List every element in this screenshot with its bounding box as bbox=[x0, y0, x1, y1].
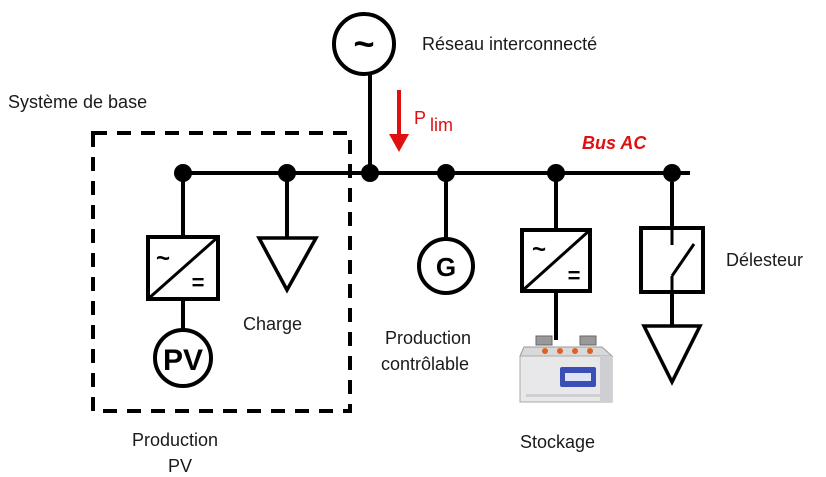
p-lim-subscript: lim bbox=[430, 115, 453, 135]
production-pv-label-1: Production bbox=[132, 430, 218, 450]
pv-inverter-ac-symbol: ~ bbox=[156, 245, 170, 272]
charge-branch bbox=[256, 173, 319, 294]
pv-symbol: PV bbox=[163, 344, 203, 377]
p-lim-label: P bbox=[414, 108, 426, 128]
grid-source: ~ bbox=[332, 12, 396, 173]
switch-blade bbox=[670, 243, 696, 277]
pv-inverter-dc-symbol: = bbox=[192, 270, 205, 295]
battery-icon bbox=[519, 335, 614, 403]
grid-label: Réseau interconnecté bbox=[422, 34, 597, 54]
pv-branch: ~ = PV bbox=[146, 173, 220, 388]
power-limit-arrow bbox=[389, 90, 409, 152]
stockage-label: Stockage bbox=[520, 432, 595, 452]
base-system-label: Système de base bbox=[8, 92, 147, 112]
grid-ac-symbol: ~ bbox=[353, 23, 374, 64]
load-shedding-branch bbox=[639, 173, 705, 386]
base-system-boundary bbox=[91, 131, 352, 413]
bus-ac-label: Bus AC bbox=[582, 133, 647, 153]
production-controlable-label-1: Production bbox=[385, 328, 471, 348]
production-controlable-label-2: contrôlable bbox=[381, 354, 469, 374]
generator-symbol: G bbox=[436, 252, 456, 282]
delesteur-label: Délesteur bbox=[726, 250, 803, 270]
generator-branch: G bbox=[417, 173, 475, 295]
charge-label: Charge bbox=[243, 314, 302, 334]
storage-inverter-ac-symbol: ~ bbox=[532, 236, 546, 263]
production-pv-label-2: PV bbox=[168, 456, 192, 476]
storage-inverter-dc-symbol: = bbox=[568, 263, 581, 288]
storage-branch: ~ = bbox=[520, 173, 592, 340]
